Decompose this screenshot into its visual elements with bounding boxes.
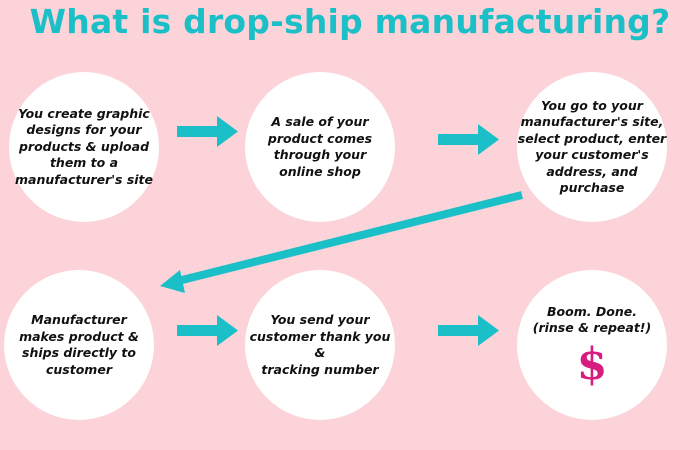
step-6-circle: Boom. Done. (rinse & repeat!) $ bbox=[517, 270, 667, 420]
arrow-step2-to-step3 bbox=[438, 124, 499, 155]
step-5-text: You send your customer thank you & track… bbox=[249, 312, 391, 377]
arrow-step4-to-step5 bbox=[177, 315, 238, 346]
step-3-circle: You go to your manufacturer's site, sele… bbox=[517, 72, 667, 222]
step-2-circle: A sale of your product comes through you… bbox=[245, 72, 395, 222]
step-4-circle: Manufacturer makes product & ships direc… bbox=[4, 270, 154, 420]
step-3-text: You go to your manufacturer's site, sele… bbox=[517, 97, 667, 196]
step-2-text: A sale of your product comes through you… bbox=[267, 114, 373, 179]
step-5-circle: You send your customer thank you & track… bbox=[245, 270, 395, 420]
arrow-step5-to-step6 bbox=[438, 315, 499, 346]
arrow-step3-to-step4 bbox=[160, 191, 523, 293]
step-1-circle: You create graphic designs for your prod… bbox=[9, 72, 159, 222]
step-4-text: Manufacturer makes product & ships direc… bbox=[19, 312, 139, 377]
dollar-sign-icon: $ bbox=[576, 338, 608, 390]
page-title: What is drop-ship manufacturing? bbox=[29, 2, 671, 41]
arrow-step1-to-step2 bbox=[177, 116, 238, 147]
step-1-text: You create graphic designs for your prod… bbox=[14, 105, 154, 187]
step-6-text: Boom. Done. (rinse & repeat!) bbox=[532, 303, 652, 336]
